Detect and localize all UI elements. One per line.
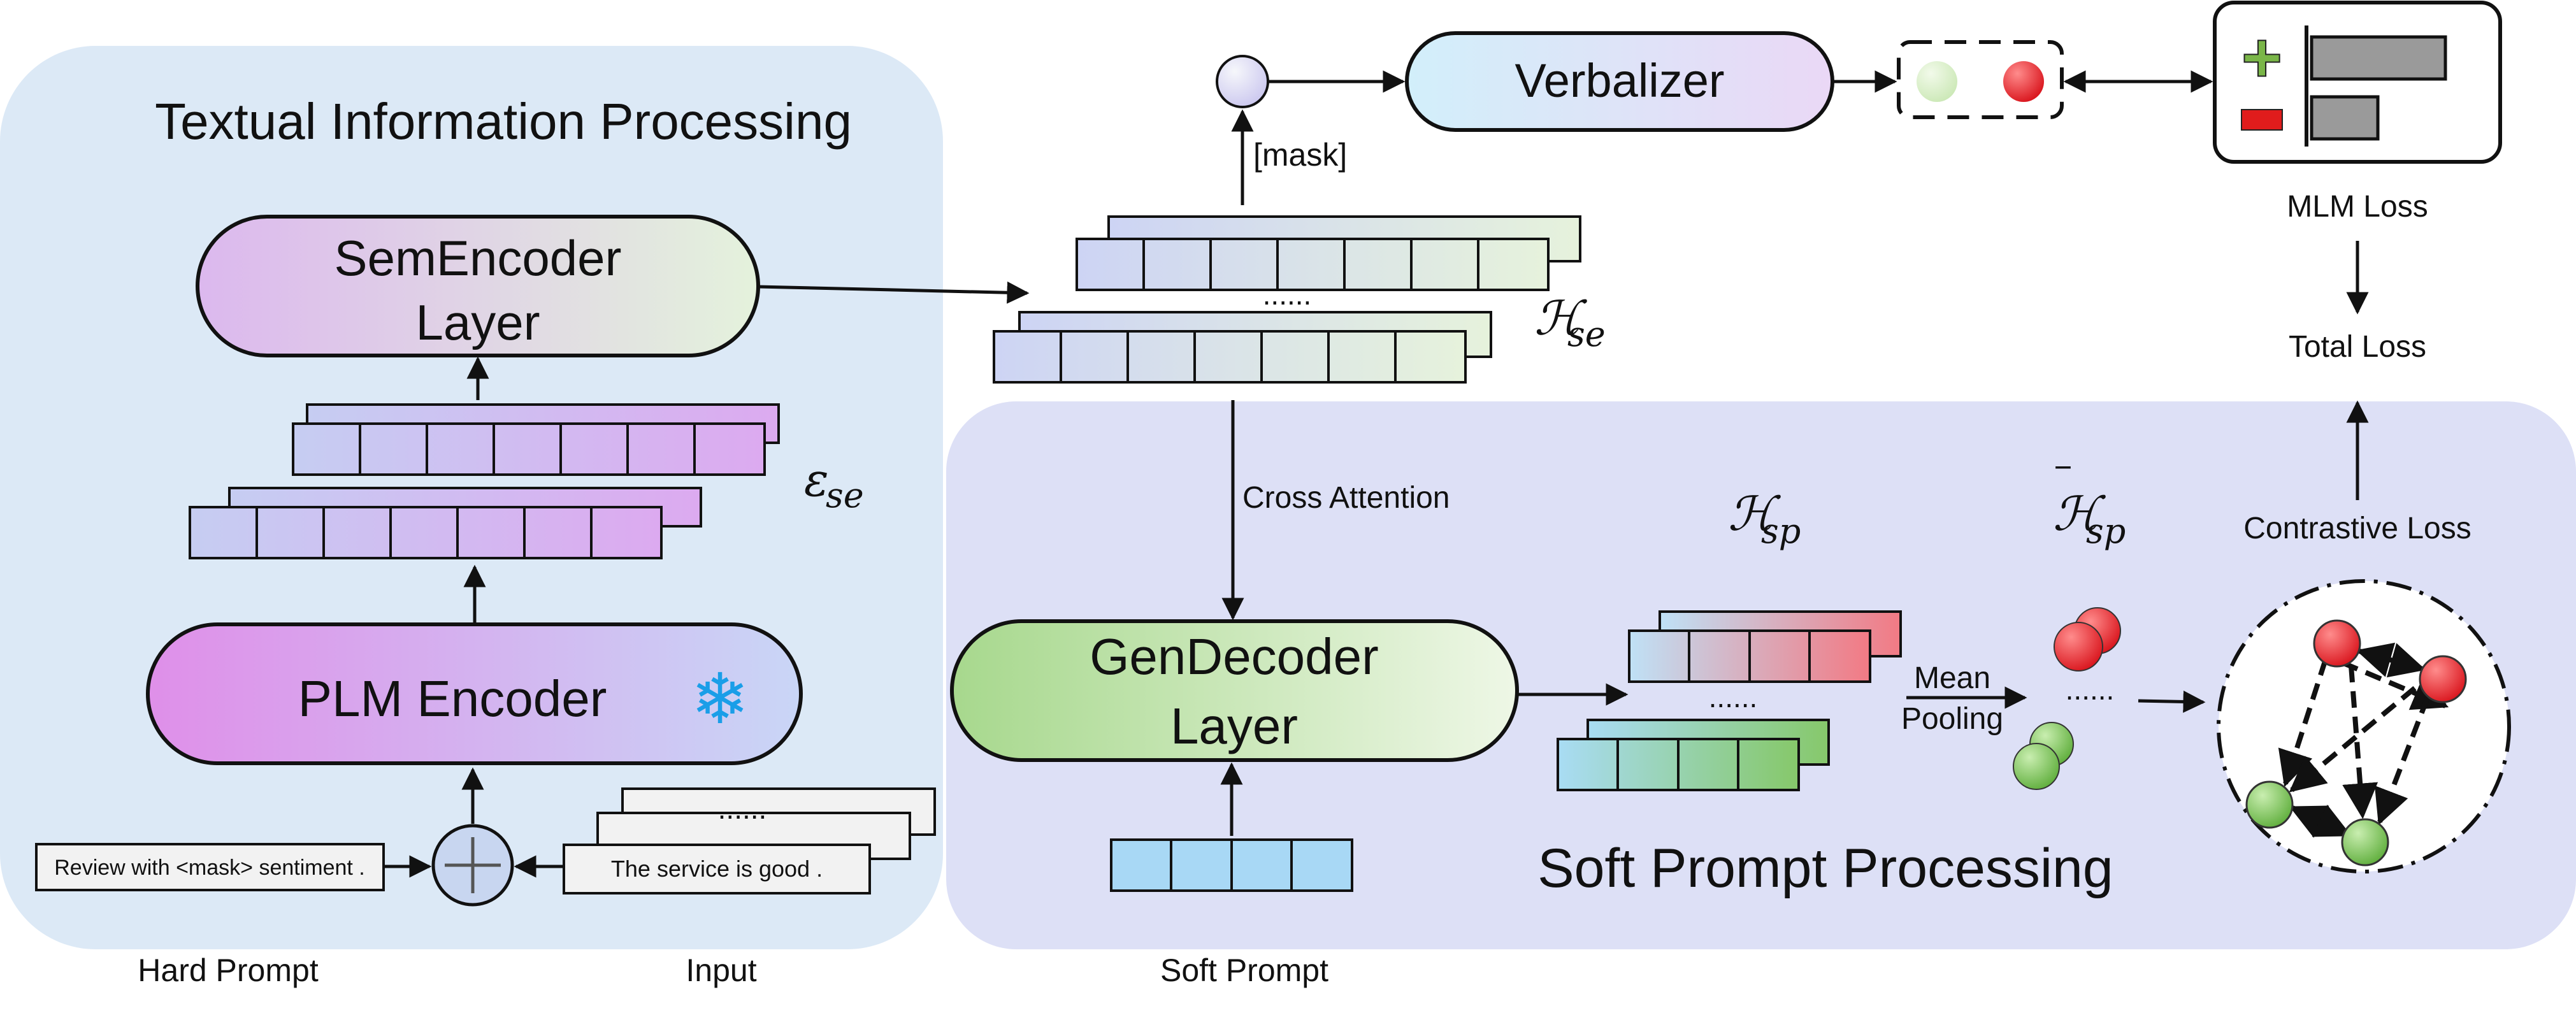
mlm-loss-label: MLM Loss: [2287, 190, 2428, 224]
pooled-ellipsis: ......: [2066, 673, 2115, 706]
cross-attention-label: Cross Attention: [1242, 481, 1450, 515]
h-sp-ellipsis: ......: [1709, 680, 1758, 714]
hard-prompt-text: Review with <mask> sentiment .: [54, 856, 365, 880]
pooled-red-node-front: [2054, 622, 2103, 672]
graph-red-node-2: [2419, 655, 2467, 703]
e-se-symbol: ε se: [804, 453, 864, 515]
hbar-sp-bar: ‾: [2055, 463, 2071, 505]
pooled-green-node-front: [2013, 743, 2060, 790]
input-caption: Input: [686, 952, 756, 988]
verbalizer-block: [1405, 31, 1834, 132]
mask-label: [mask]: [1253, 137, 1347, 173]
soft-prompt-caption: Soft Prompt: [1160, 952, 1328, 988]
input-text: The service is good .: [611, 856, 823, 882]
gendecoder-layer-block: [950, 619, 1519, 762]
h-se-main: ℋ: [1534, 291, 1588, 346]
negative-label-node: [2003, 61, 2044, 102]
plus-icon: +: [2241, 18, 2282, 97]
semantic-embedding-stacks: [189, 403, 780, 559]
e-se-main: ε: [804, 453, 829, 506]
positive-bar: [2310, 35, 2447, 81]
hard-prompt-box: [35, 843, 385, 891]
graph-red-node-1: [2313, 619, 2361, 668]
textual-processing-title: Textual Information Processing: [155, 93, 852, 150]
gendecoder-label-line1: GenDecoder: [1090, 628, 1379, 685]
snowflake-icon: ❄: [691, 660, 749, 738]
soft-prompt-processing-title: Soft Prompt Processing: [1537, 838, 2113, 899]
semantic-embedding-dividers: [255, 424, 696, 558]
flow-arrows: [384, 70, 2369, 878]
graph-green-node-2: [2341, 818, 2389, 866]
h-sp-symbol: ℋ sp: [1728, 487, 1801, 551]
hbar-sp-sub: sp: [2086, 511, 2126, 551]
semencoder-layer-block: [196, 215, 760, 357]
gendecoder-label-line2: Layer: [1170, 698, 1298, 754]
semencoder-label-line2: Layer: [415, 294, 540, 350]
minus-icon: [2241, 109, 2283, 131]
soft-prompt-hidden-dividers: [1616, 631, 1811, 790]
input-ellipsis: ......: [718, 792, 767, 825]
semencoder-label-line1: SemEncoder: [335, 230, 622, 286]
plm-encoder-label: PLM Encoder: [298, 670, 607, 727]
negative-bar: [2310, 95, 2380, 141]
contrastive-graph-edges: [2278, 642, 2449, 838]
hbar-sp-symbol: ‾ ℋ sp: [2053, 463, 2126, 551]
verbalizer-label: Verbalizer: [1515, 54, 1724, 107]
input-box-front: [563, 844, 871, 894]
h-se-symbol: ℋ se: [1534, 291, 1606, 354]
h-se-sub: se: [1567, 314, 1606, 354]
h-sp-sub: sp: [1761, 511, 1801, 551]
semantic-hidden-dividers: [1060, 239, 1479, 382]
semantic-hidden-stacks: [993, 215, 1581, 384]
hbar-sp-main: ℋ: [2053, 487, 2106, 542]
plm-encoder-block: [146, 622, 803, 765]
h-sp-main: ℋ: [1728, 487, 1781, 542]
graph-green-node-1: [2245, 780, 2294, 829]
positive-label-node: [1917, 61, 1957, 102]
mean-pooling-label-line1: Mean: [1914, 661, 1990, 695]
mask-token-node: [1216, 55, 1269, 108]
h-se-ellipsis: ......: [1263, 278, 1312, 311]
mean-pooling-label-line2: Pooling: [1901, 702, 2003, 736]
e-se-sub: se: [826, 475, 864, 515]
contrastive-loss-label: Contrastive Loss: [2243, 512, 2472, 545]
hard-prompt-caption: Hard Prompt: [138, 952, 319, 988]
total-loss-label: Total Loss: [2289, 330, 2426, 364]
